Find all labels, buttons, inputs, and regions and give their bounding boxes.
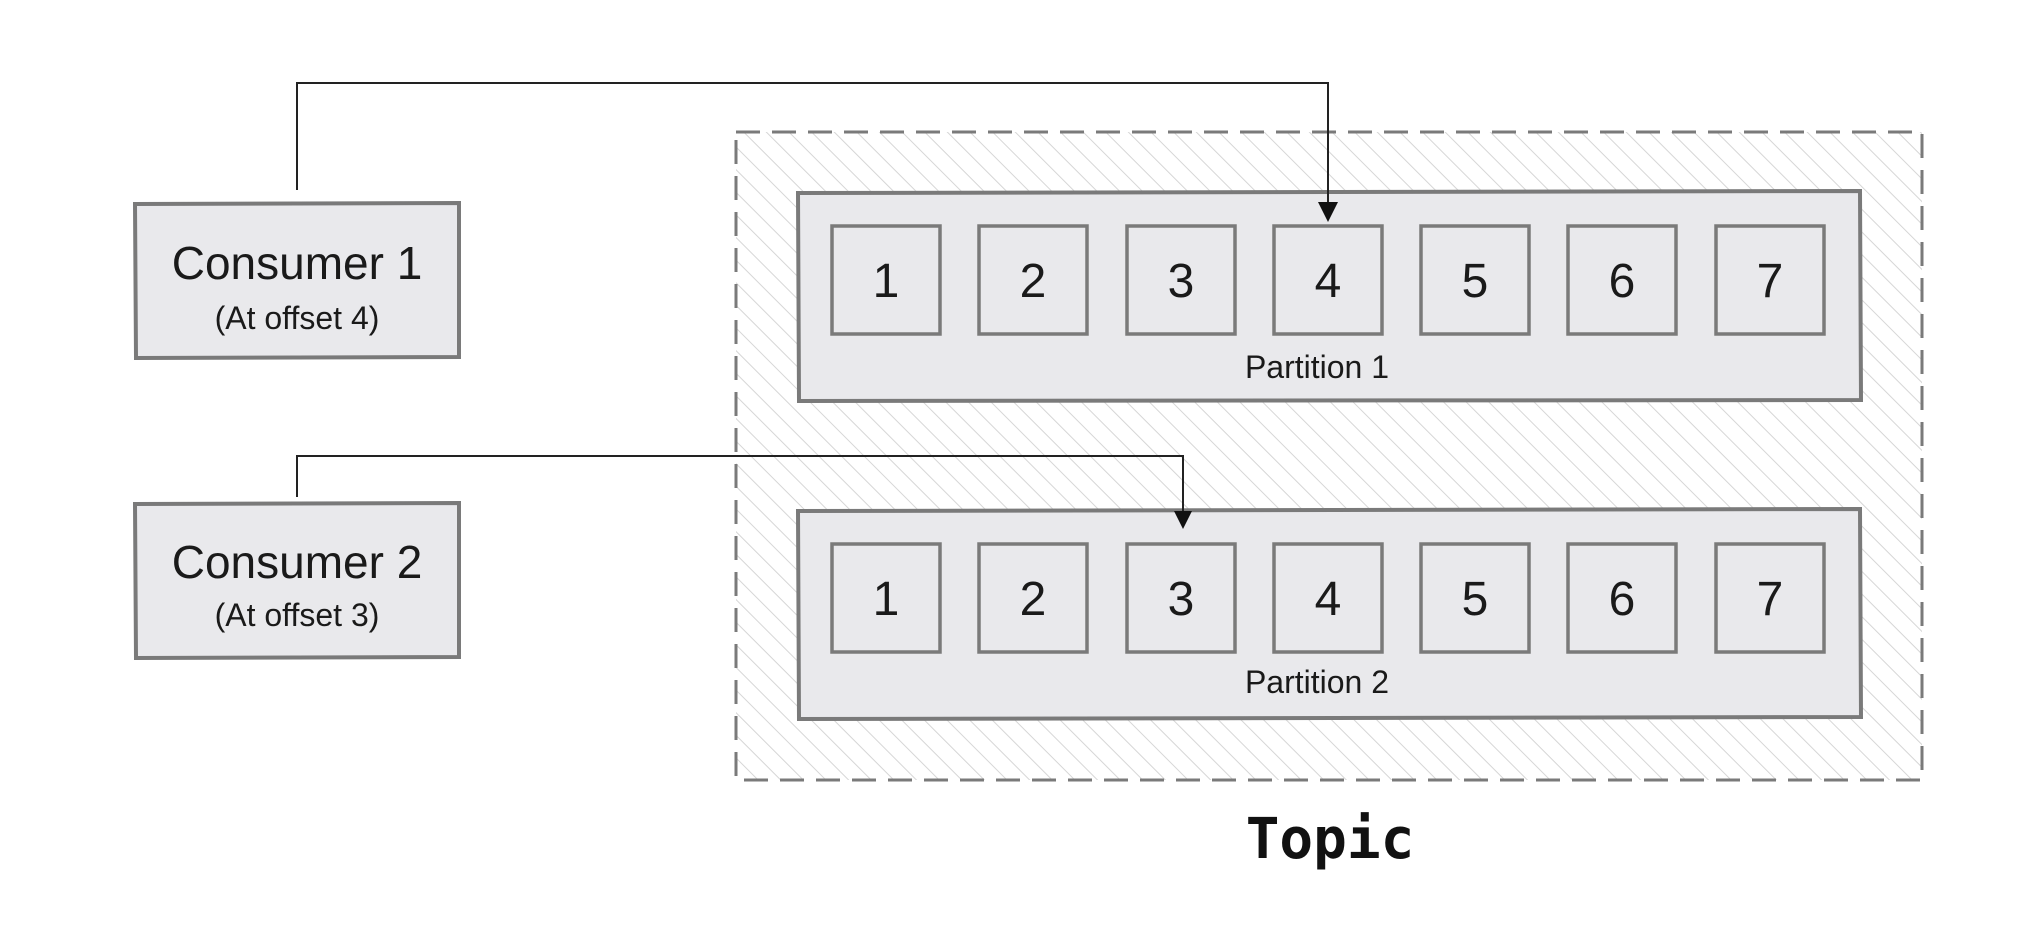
partition-2-cell: 5: [1419, 542, 1531, 654]
partition-1-cell: 3: [1125, 224, 1237, 336]
consumer-1-offset: (At offset 4): [215, 300, 380, 336]
partition-2-cells: 1 2 3 4 5: [830, 542, 1826, 654]
cell-value: 3: [1168, 255, 1195, 308]
partition-1-cell: 1: [830, 224, 942, 336]
cell-value: 3: [1168, 573, 1195, 626]
consumer-2: Consumer 2 (At offset 3): [132, 500, 461, 661]
partition-2-label: Partition 2: [1245, 664, 1389, 700]
partition-1-cell: 5: [1419, 224, 1531, 336]
partition-1-cell: 7: [1714, 224, 1826, 336]
partition-2-cell: 7: [1714, 542, 1826, 654]
consumer-2-name: Consumer 2: [172, 536, 423, 588]
consumer-2-offset: (At offset 3): [215, 597, 380, 633]
partition-1-label: Partition 1: [1245, 349, 1389, 385]
cell-value: 1: [873, 255, 900, 308]
partition-2-cell: 4: [1272, 542, 1384, 654]
cell-value: 7: [1757, 255, 1784, 308]
partition-1-cells: 1 2 3 4 5: [830, 224, 1826, 336]
cell-value: 2: [1020, 255, 1047, 308]
partition-1: 1 2 3 4 5: [795, 188, 1864, 404]
partition-2-cell: 1: [830, 542, 942, 654]
cell-value: 6: [1609, 255, 1636, 308]
consumer-1-connector: [296, 82, 1338, 222]
partition-1-cell: 4: [1272, 224, 1384, 336]
partition-2-cell: 2: [977, 542, 1089, 654]
cell-value: 2: [1020, 573, 1047, 626]
consumer-2-arrowhead: [1174, 511, 1192, 529]
cell-value: 5: [1462, 255, 1489, 308]
partition-2: 1 2 3 4 5: [795, 506, 1864, 722]
consumer-1-name: Consumer 1: [172, 237, 423, 289]
cell-value: 7: [1757, 573, 1784, 626]
consumer-1: Consumer 1 (At offset 4): [132, 200, 461, 361]
partition-2-cell: 6: [1566, 542, 1678, 654]
consumer-2-connector: [296, 455, 1192, 529]
cell-value: 5: [1462, 573, 1489, 626]
topic-label: Topic: [1246, 807, 1415, 872]
partition-1-cell: 2: [977, 224, 1089, 336]
partition-1-cell: 6: [1566, 224, 1678, 336]
partition-2-cell: 3: [1125, 542, 1237, 654]
cell-value: 4: [1315, 255, 1342, 308]
cell-value: 4: [1315, 573, 1342, 626]
cell-value: 1: [873, 573, 900, 626]
cell-value: 6: [1609, 573, 1636, 626]
consumer-1-arrowhead: [1318, 202, 1338, 222]
